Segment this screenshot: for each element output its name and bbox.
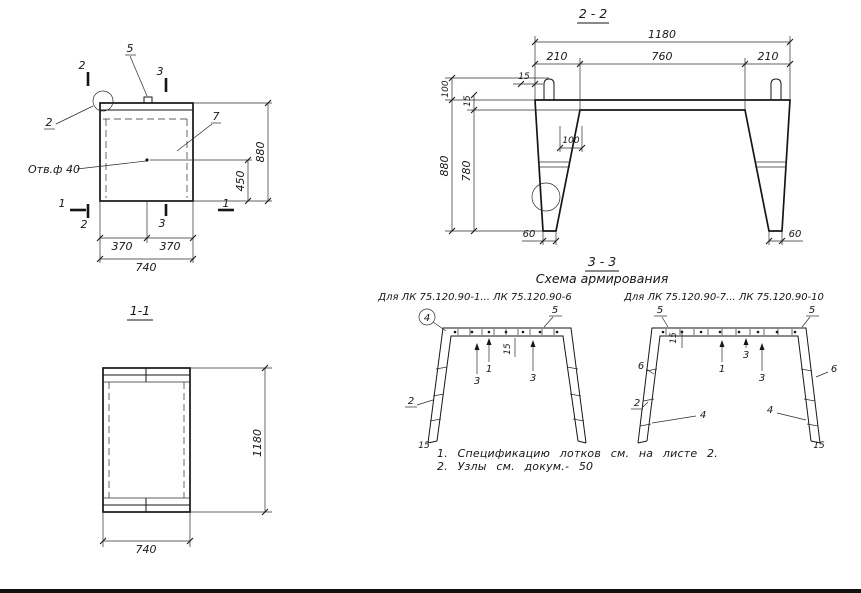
plan-section-marks — [70, 72, 234, 218]
dim-780: 780 — [460, 161, 473, 182]
reinforcement-right-diagram: 5 5 15 6 6 1 3 3 2 4 4 15 — [631, 305, 837, 451]
right-callout-6a: 6 — [638, 361, 644, 372]
dim-1180: 1180 — [648, 28, 676, 41]
plan-dim-450: 450 — [234, 171, 247, 192]
dim-210-right: 210 — [758, 50, 779, 63]
left-callout-4: 4 — [424, 313, 430, 324]
stirrup-ticks — [429, 329, 585, 422]
dim-60-right: 60 — [789, 229, 802, 240]
section-1-1-outline — [102, 367, 191, 513]
left-diagram-label: Для ЛК 75.120.90-1... ЛК 75.120.90-6 — [377, 292, 571, 303]
right-callout-1: 1 — [719, 364, 725, 375]
right-callout-3a: 3 — [743, 350, 749, 361]
section-3-3-subtitle: Схема армирования — [536, 271, 669, 286]
plan-dim-880: 880 — [254, 142, 267, 163]
plan-view: 5 2 7 Отв.ф 40 2 3 1 2 3 1 — [28, 42, 272, 274]
dim-15-left: 15 — [463, 95, 473, 107]
plan-mark-2-bottom: 2 — [81, 218, 88, 231]
notes: 1. Спецификацию лотков см. на листе 2. 2… — [437, 447, 718, 473]
dim-15-top: 15 — [518, 72, 530, 82]
plan-dimension-lines — [96, 99, 272, 263]
plan-outline — [92, 90, 194, 202]
dim-100-top: 100 — [441, 80, 451, 97]
reinforcement-left-diagram: 4 5 15 1 3 3 2 15 — [405, 305, 587, 451]
left-callout-2: 2 — [408, 396, 414, 407]
plan-hole-label: Отв.ф 40 — [28, 163, 80, 176]
plan-callout-5: 5 — [127, 42, 134, 55]
right-diagram-label: Для ЛК 75.120.90-7... ЛК 75.120.90-10 — [623, 292, 824, 303]
plan-callout-7: 7 — [213, 110, 220, 123]
note-line-2: 2. Узлы см. докум.- 50 — [437, 460, 593, 473]
right-callout-15-top: 15 — [669, 332, 679, 344]
plan-mark-1-left: 1 — [59, 197, 66, 210]
plan-leaders — [44, 54, 221, 170]
note-line-1: 1. Спецификацию лотков см. на листе 2. — [437, 447, 718, 460]
section-1-1-dimension-lines — [99, 364, 272, 547]
plan-mark-3-top: 3 — [157, 65, 164, 78]
section-3-3-title: 3 - 3 — [588, 254, 616, 269]
left-callout-5: 5 — [552, 305, 558, 316]
dim-740-sec11: 740 — [136, 543, 157, 556]
plan-dim-370-right: 370 — [160, 240, 181, 253]
dim-210-left: 210 — [547, 50, 568, 63]
plan-mark-2-top: 2 — [79, 59, 86, 72]
plan-callout-2-left: 2 — [46, 116, 53, 129]
dim-1180-sec11: 1180 — [251, 429, 264, 457]
section-1-1-view: 1-1 1180 740 — [99, 303, 272, 556]
section-1-1-title: 1-1 — [130, 303, 150, 318]
plan-dim-740: 740 — [136, 261, 157, 274]
section-2-2-title: 2 - 2 — [579, 6, 607, 21]
plan-dim-370-left: 370 — [112, 240, 133, 253]
bar-dots — [453, 330, 559, 334]
right-callout-2: 2 — [634, 398, 640, 409]
right-callout-5b: 5 — [809, 305, 815, 316]
stirrup-ticks — [639, 329, 819, 427]
right-callout-3b: 3 — [759, 373, 765, 384]
right-callout-15-bottom: 15 — [813, 441, 825, 451]
dim-60-left: 60 — [523, 229, 536, 240]
channel-outline — [531, 78, 791, 232]
right-callout-4b: 4 — [767, 405, 773, 416]
left-callout-1: 1 — [486, 364, 492, 375]
left-callout-3b: 3 — [530, 373, 536, 384]
right-callout-4a: 4 — [700, 410, 706, 421]
left-callout-15-bottom: 15 — [418, 441, 430, 451]
dim-880-sec: 880 — [438, 156, 451, 177]
bar-dots — [661, 330, 797, 334]
plan-mark-3-bottom: 3 — [159, 217, 166, 230]
plan-mark-1-right: 1 — [223, 197, 230, 210]
section-2-2-view: 2 - 2 — [438, 6, 803, 245]
bottom-border-bar — [0, 589, 861, 593]
left-callout-15-top: 15 — [503, 343, 513, 355]
section-3-3-view: 3 - 3 Схема армирования Для ЛК 75.120.90… — [377, 254, 837, 473]
dim-100-inner: 100 — [562, 136, 579, 146]
dim-760: 760 — [652, 50, 673, 63]
section-2-2-dimension-lines — [445, 36, 803, 245]
right-callout-6b: 6 — [831, 364, 837, 375]
right-callout-5a: 5 — [657, 305, 663, 316]
left-callout-3a: 3 — [474, 376, 480, 387]
